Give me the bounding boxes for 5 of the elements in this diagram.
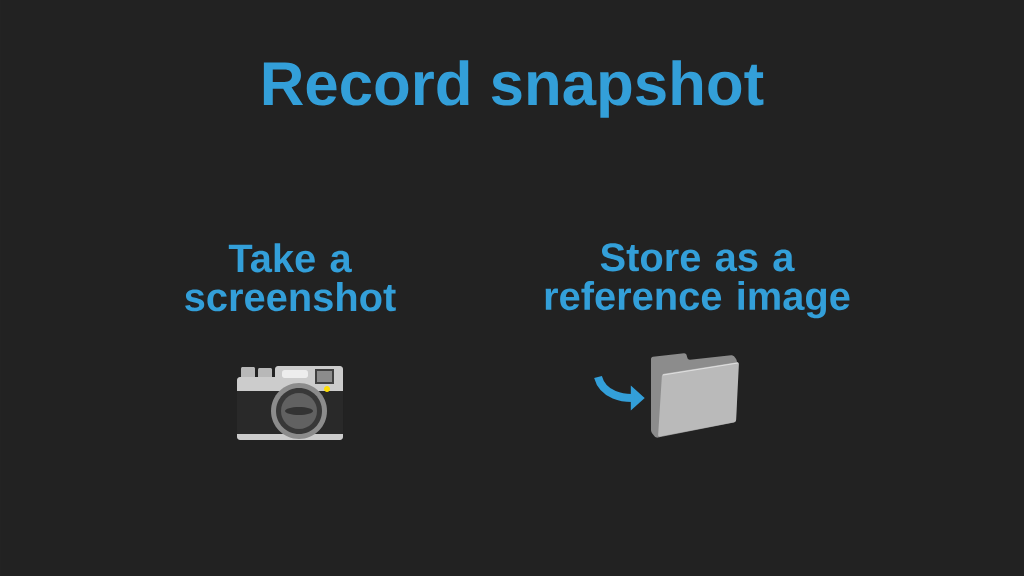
caption-text: Store as a reference image [545, 243, 850, 319]
folder-icon [651, 353, 739, 438]
camera-icon [237, 366, 343, 440]
title: Record snapshot [263, 60, 764, 118]
caption-text: Take a screenshot [185, 243, 396, 312]
